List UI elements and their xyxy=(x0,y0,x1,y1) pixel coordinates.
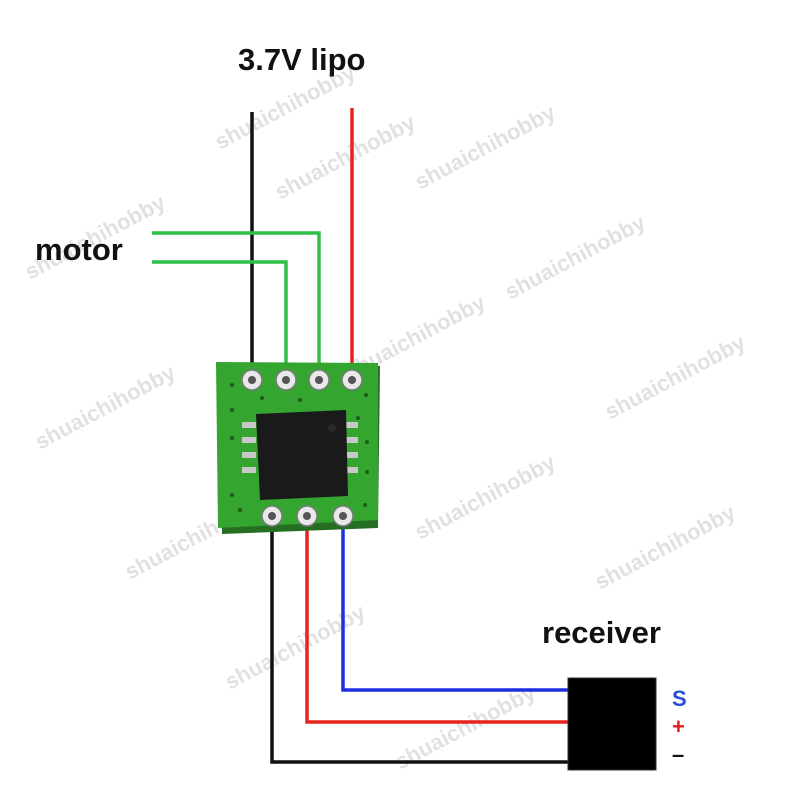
power-wire xyxy=(305,518,570,724)
top-wires xyxy=(152,108,354,378)
bottom-wires xyxy=(270,518,570,764)
driver-chip xyxy=(242,410,358,500)
watermark: shuaichihobby xyxy=(391,679,540,774)
watermark: shuaichihobby xyxy=(601,329,750,424)
ground-wire xyxy=(270,518,570,764)
signal-wire xyxy=(341,518,570,692)
esc-board xyxy=(216,362,380,534)
watermark: shuaichihobby xyxy=(591,499,740,594)
motor-wire-2 xyxy=(152,260,288,378)
signal-pin-label: S xyxy=(672,686,687,711)
plus-pin-label: + xyxy=(672,714,685,739)
motor-wire-1 xyxy=(152,231,321,378)
receiver-label: receiver xyxy=(542,615,661,650)
battery-label: 3.7V lipo xyxy=(238,42,365,77)
watermark-layer: shuaichihobby shuaichihobby shuaichihobb… xyxy=(21,59,750,774)
top-pads xyxy=(241,369,363,391)
watermark: shuaichihobby xyxy=(501,209,650,304)
watermark: shuaichihobby xyxy=(31,359,180,454)
bottom-pads xyxy=(261,505,354,527)
watermark: shuaichihobby xyxy=(271,109,420,204)
watermark: shuaichihobby xyxy=(411,449,560,544)
motor-label: motor xyxy=(35,232,123,267)
minus-pin-label: – xyxy=(672,742,684,767)
watermark: shuaichihobby xyxy=(221,599,370,694)
watermark: shuaichihobby xyxy=(411,99,560,194)
receiver-connector xyxy=(567,677,657,771)
